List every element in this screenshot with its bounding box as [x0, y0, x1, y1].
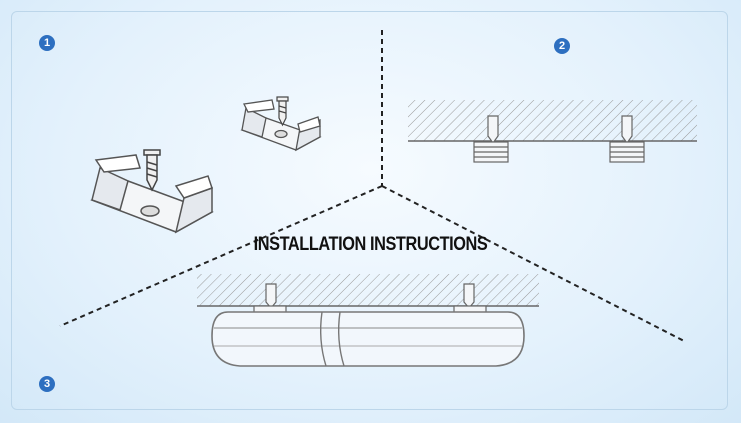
- step-2-number: 2: [558, 40, 566, 52]
- step-1-number: 1: [43, 37, 51, 49]
- screw-icon: [143, 149, 161, 192]
- light-tube-icon: [197, 274, 539, 367]
- step-2-badge: 2: [554, 38, 570, 54]
- screw-small-icon: [276, 96, 289, 127]
- diagram-title: INSTALLATION INSTRUCTIONS: [253, 234, 488, 255]
- ceiling-section-icon: [408, 100, 697, 163]
- mounting-clip-small: [240, 99, 322, 152]
- step-1-badge: 1: [39, 35, 55, 51]
- step-3-number: 3: [43, 378, 51, 390]
- step-3-badge: 3: [39, 376, 55, 392]
- mounting-clip-large: [90, 154, 214, 234]
- border-frame: [11, 11, 728, 410]
- divider-lines: [59, 30, 687, 343]
